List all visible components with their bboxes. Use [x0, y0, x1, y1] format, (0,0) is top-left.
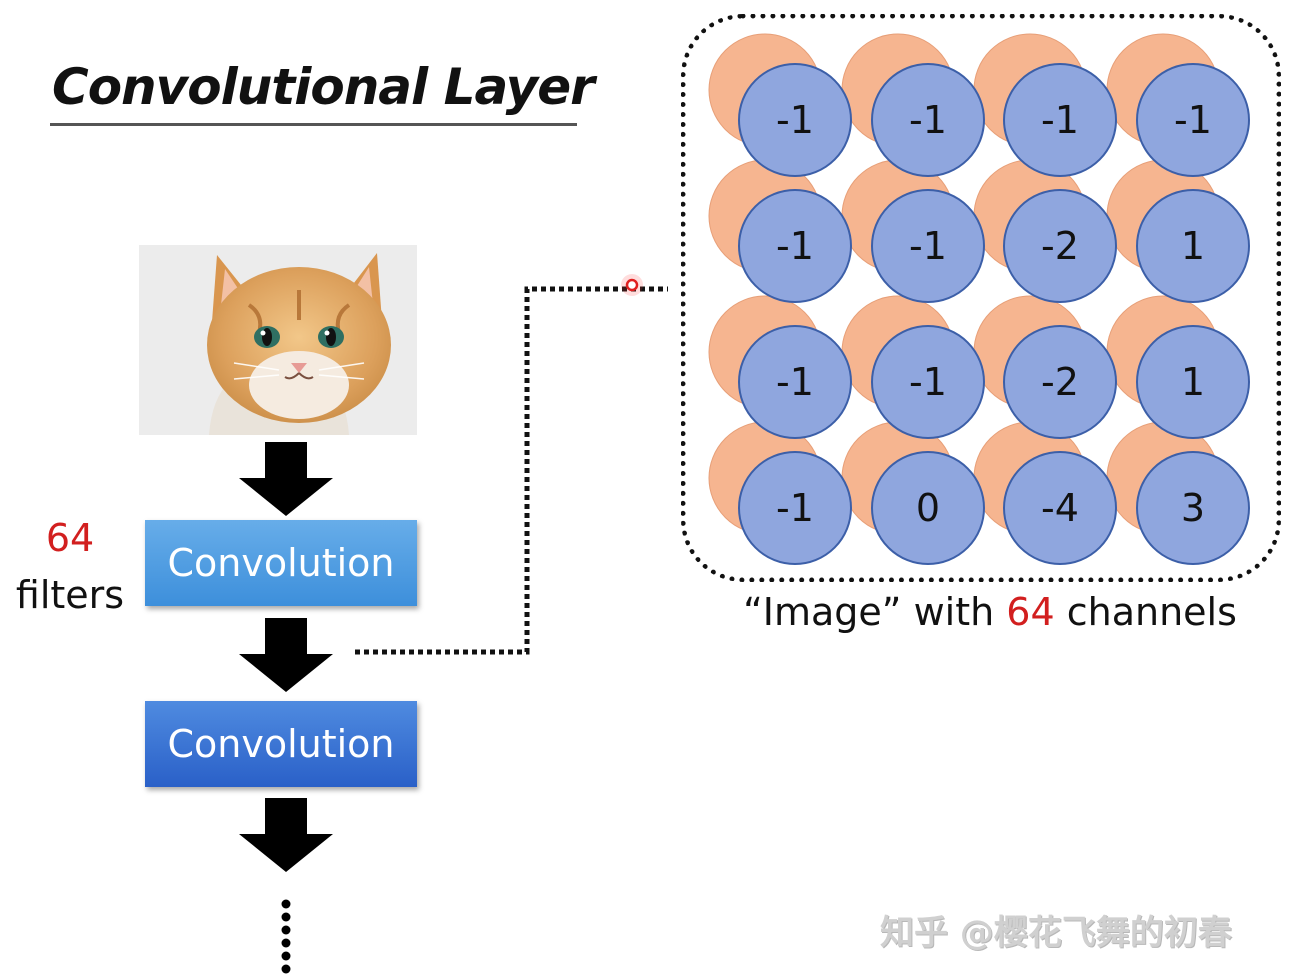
channel-value: -1: [1174, 98, 1212, 142]
front-channel-circle: [1136, 451, 1250, 565]
convolution-block-1: Convolution: [145, 520, 417, 606]
down-arrow-icon: [239, 442, 333, 516]
channel-value: -1: [1041, 98, 1079, 142]
front-channel-circle: [738, 189, 852, 303]
convolution-block-2: Convolution: [145, 701, 417, 787]
channel-value: 1: [1180, 224, 1206, 268]
channel-grid-frame: [681, 14, 1281, 582]
front-channel-circle: [871, 325, 985, 439]
channel-value: -2: [1041, 224, 1079, 268]
front-channel-circle: [1003, 189, 1117, 303]
channel-value: -4: [1041, 486, 1079, 530]
channel-value: -1: [776, 224, 814, 268]
cat-image: [139, 245, 417, 435]
channel-value: 3: [1180, 486, 1206, 530]
continuation-dots: [281, 899, 291, 974]
front-channel-circle: [871, 451, 985, 565]
channel-value: -1: [909, 224, 947, 268]
front-channel-circle: [1136, 63, 1250, 177]
caption-channel-count: 64: [1006, 590, 1055, 634]
title-underline: [50, 123, 577, 126]
channel-value: -2: [1041, 360, 1079, 404]
front-channel-circle: [738, 325, 852, 439]
channel-value: -1: [776, 360, 814, 404]
front-channel-circle: [1136, 325, 1250, 439]
front-channel-circle: [1003, 451, 1117, 565]
front-channel-circle: [871, 189, 985, 303]
front-channel-circle: [738, 63, 852, 177]
caption-suffix: channels: [1054, 590, 1237, 634]
down-arrow-icon: [239, 618, 333, 692]
caption-prefix: “Image” with: [743, 590, 1007, 634]
front-channel-circle: [871, 63, 985, 177]
slide-title: Convolutional Layer: [52, 58, 595, 116]
channel-value: 1: [1180, 360, 1206, 404]
front-channel-circle: [738, 451, 852, 565]
filters-label: filters: [15, 573, 125, 617]
channel-value: -1: [776, 486, 814, 530]
channel-value: -1: [909, 360, 947, 404]
front-channel-circle: [1003, 63, 1117, 177]
channel-value: 0: [915, 486, 941, 530]
channel-value: -1: [909, 98, 947, 142]
front-channel-circle: [1136, 189, 1250, 303]
front-channel-circle: [1003, 325, 1117, 439]
filter-count: 64: [45, 516, 95, 560]
down-arrow-icon: [239, 798, 333, 872]
channel-caption: “Image” with 64 channels: [700, 590, 1280, 634]
channel-value: -1: [776, 98, 814, 142]
watermark: 知乎 @樱花飞舞的初春: [880, 913, 1232, 953]
